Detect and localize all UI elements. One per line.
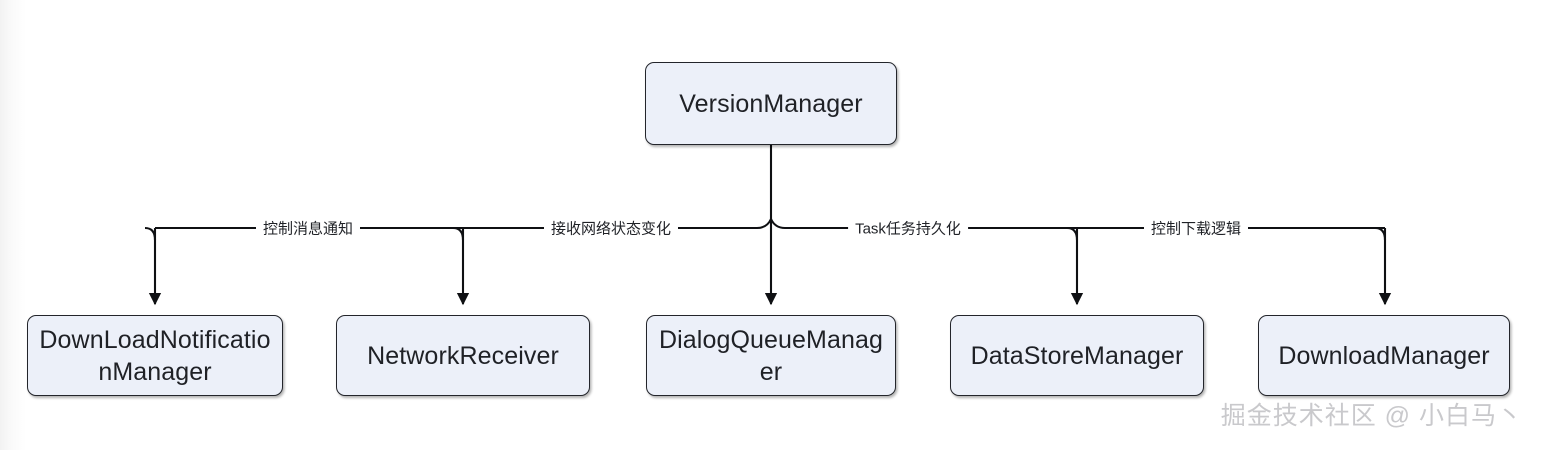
node-label-download-notification-manager: DownLoadNotificationManager [39, 325, 271, 386]
watermark: 掘金技术社区 @ 小白马丶 [1220, 402, 1523, 430]
node-version-manager[interactable]: VersionManager [645, 62, 897, 145]
node-label-download-manager: DownloadManager [1278, 341, 1490, 370]
elbow-corner-5 [1374, 226, 1387, 241]
node-download-notification-manager[interactable]: DownLoadNotificationManager [27, 315, 283, 396]
edge-label-task-persistence: Task任务持久化 [848, 218, 968, 240]
edge-label-receive-network-state: 接收网络状态变化 [543, 218, 679, 240]
node-network-receiver[interactable]: NetworkReceiver [336, 315, 590, 396]
elbow-corner-2 [452, 226, 465, 241]
node-label-network-receiver: NetworkReceiver [367, 341, 559, 370]
node-data-store-manager[interactable]: DataStoreManager [950, 315, 1204, 396]
node-download-manager[interactable]: DownloadManager [1258, 315, 1510, 396]
connector-bus-right [770, 218, 1385, 230]
connector-bus-left [155, 218, 772, 230]
elbow-corner-1 [144, 226, 157, 241]
node-label-dialog-queue-manager: DialogQueueManager [659, 325, 883, 386]
node-label-version-manager: VersionManager [679, 89, 863, 118]
edge-label-control-notification: 控制消息通知 [255, 218, 361, 240]
elbow-corner-4 [1066, 226, 1079, 241]
node-dialog-queue-manager[interactable]: DialogQueueManager [646, 315, 896, 396]
node-label-data-store-manager: DataStoreManager [970, 341, 1184, 370]
edge-label-control-download-logic: 控制下载逻辑 [1143, 218, 1249, 240]
